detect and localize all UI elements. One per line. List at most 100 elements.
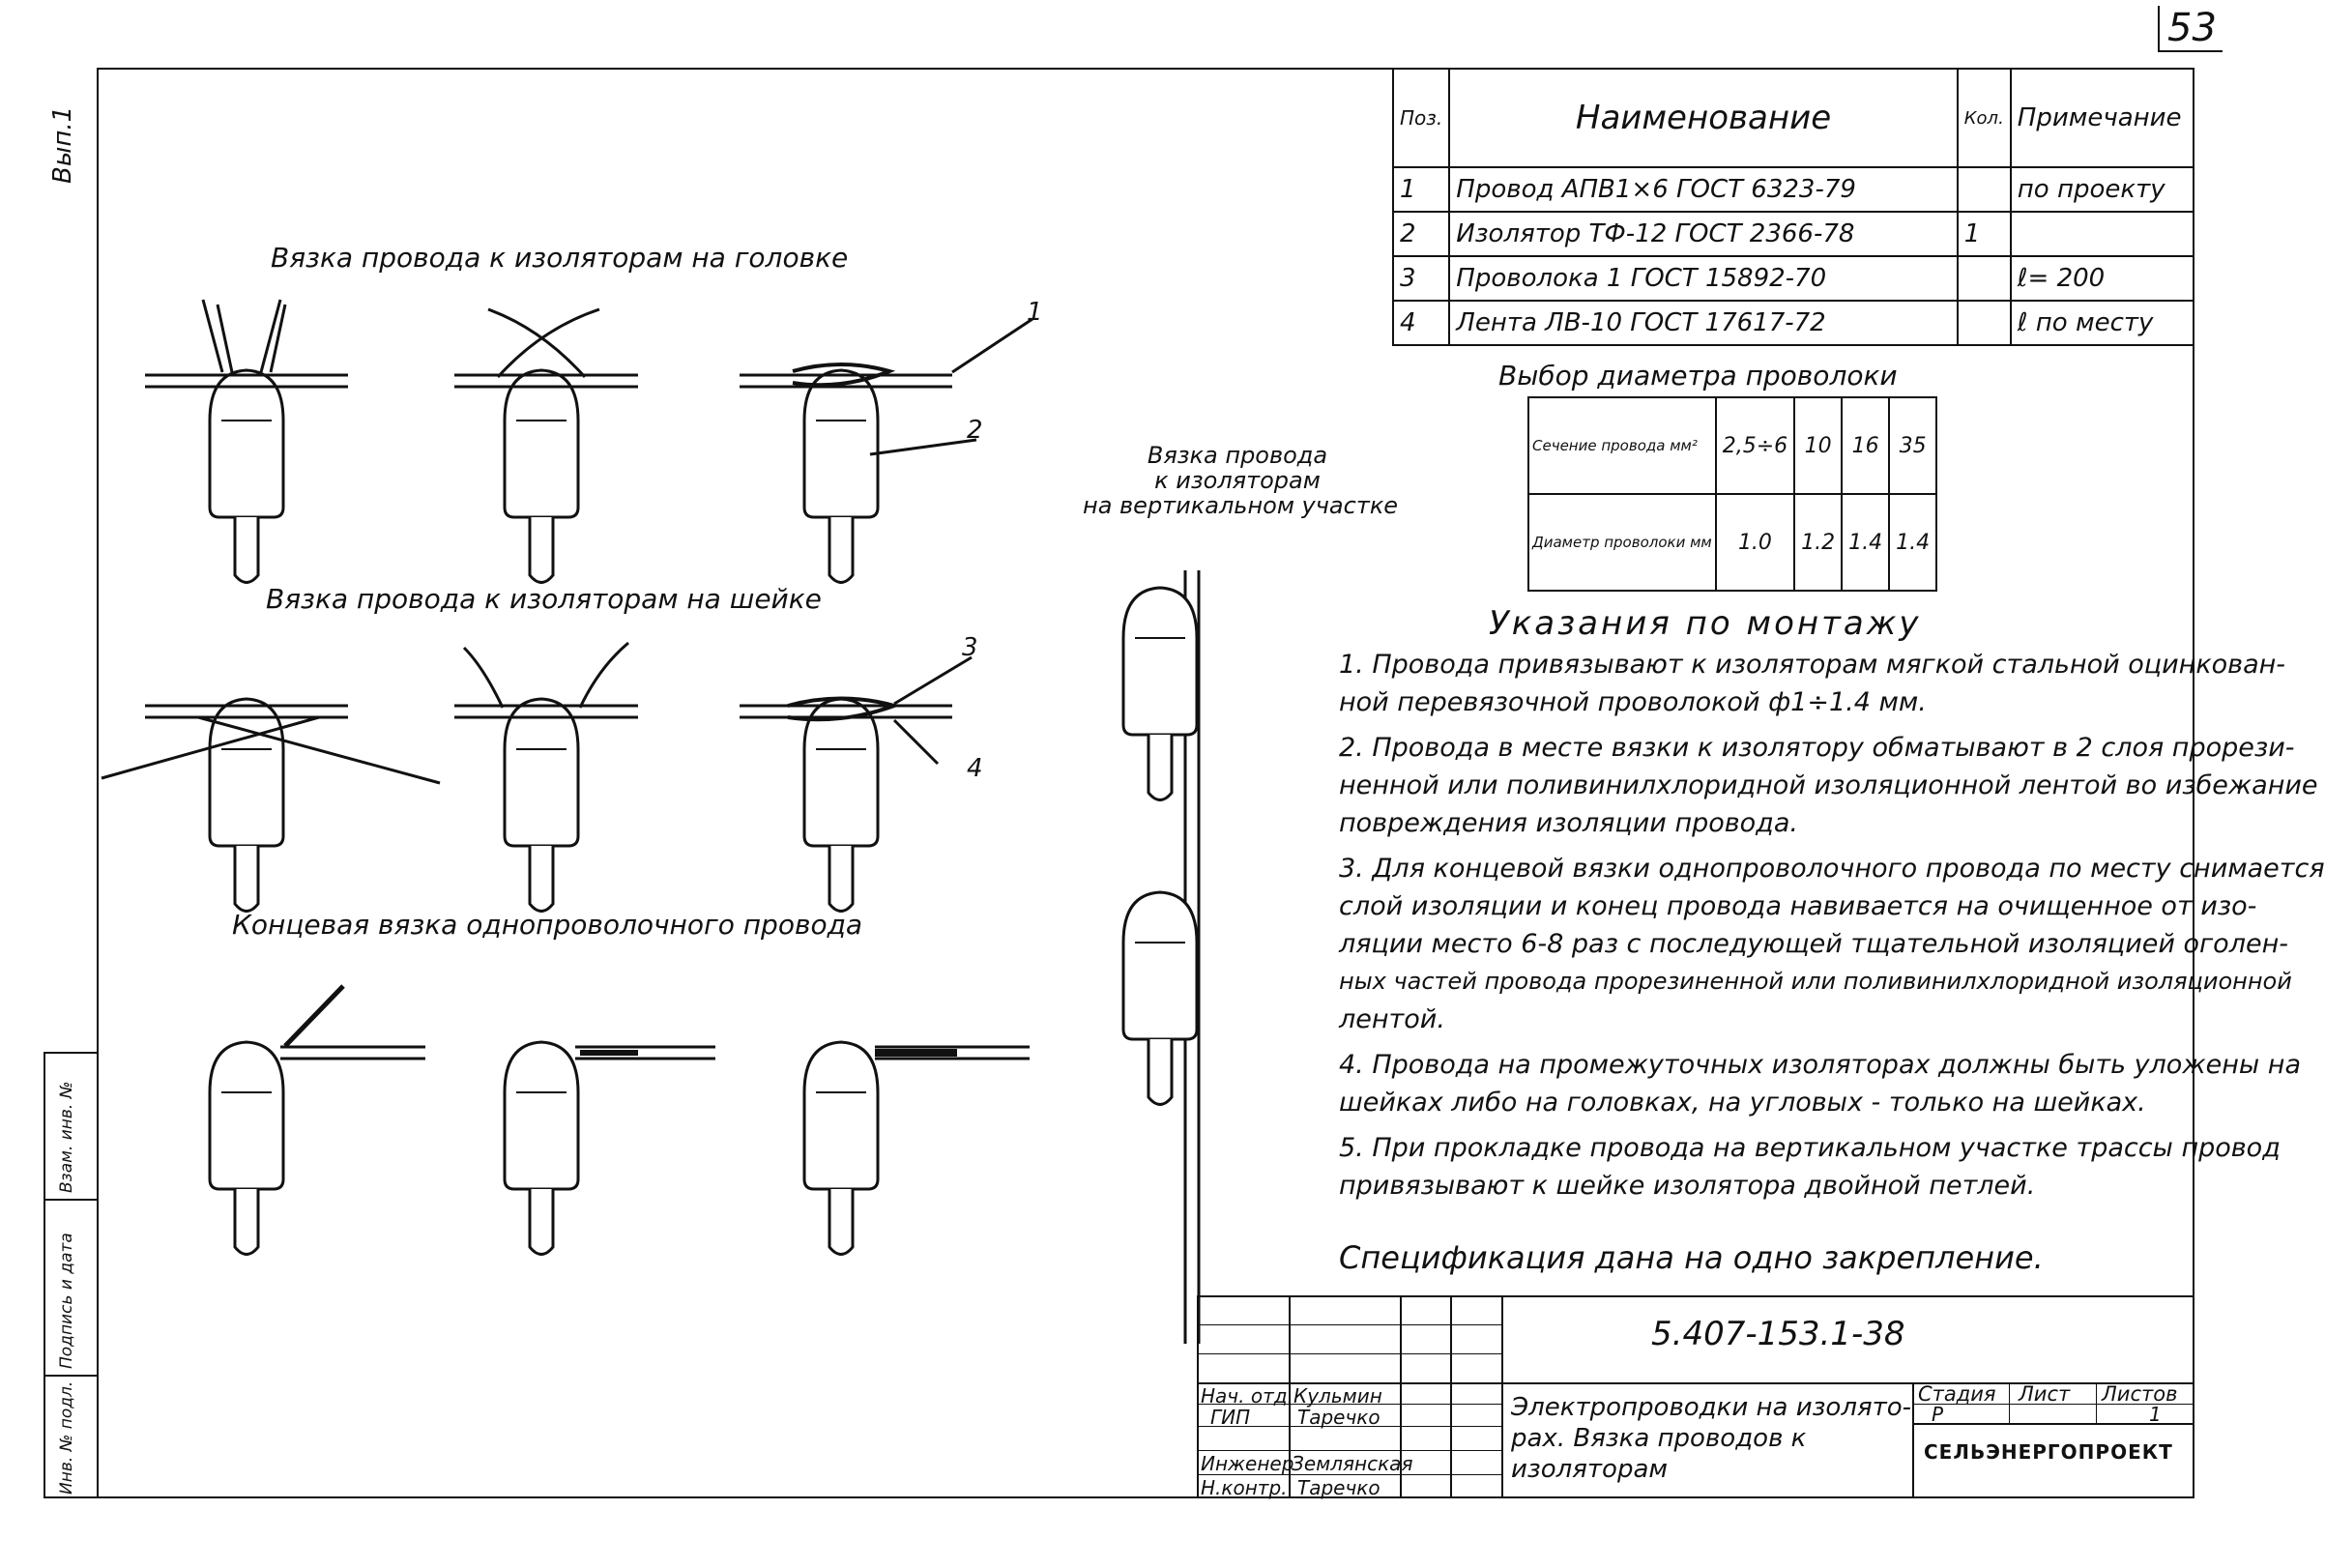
wire-row-section: Сечение провода мм² 2,5÷6 10 16 35 [1527,396,1938,495]
drawing-title-line: рах. Вязка проводов к [1511,1424,1807,1453]
spec-note [2009,211,2195,257]
caption-vertical-tie: Вязка провода к изоляторам на вертикальн… [1083,443,1399,519]
instructions-list: 1. Провода привязывают к изоляторам мягк… [1339,646,2325,1205]
side-stamp-cell: Взам. инв. № [45,1054,97,1201]
wire-row-diameter-label: Диаметр проволоки мм [1527,493,1717,592]
side-stamp-inventory-label: Инв. № подл. [57,1380,76,1495]
spec-pos: 4 [1391,300,1451,346]
instruction-line: 2. Провода в месте вязки к изолятору обм… [1339,733,2295,763]
spec-header-note: Примечание [2009,68,2195,168]
instruction-line: ляции место 6-8 раз с последующей тщател… [1339,929,2288,959]
caption-head-tie: Вязка провода к изоляторам на головке [271,242,849,274]
instruction-line: повреждения изоляции провода. [1339,808,1798,838]
callout-3: 3 [962,633,978,662]
spec-note: Спецификация дана на одно закрепление. [1339,1239,2044,1276]
instruction-line: шейках либо на головках, на угловых - то… [1339,1088,2146,1118]
spec-header-row: Поз. Наименование Кол. Примечание [1391,68,2195,168]
stage-header: Стадия [1918,1382,1996,1406]
instruction-line: ненной или поливинилхлоридной изоляционн… [1339,770,2318,800]
drawing-title: Электропроводки на изолято- рах. Вязка п… [1511,1392,1911,1485]
wire-cell: 16 [1841,396,1891,495]
spec-pos: 2 [1391,211,1451,257]
wire-cell: 1.4 [1841,493,1891,592]
sheet-header: Лист [2019,1382,2071,1406]
person-name: Таречко [1297,1476,1380,1499]
instruction-line: ных частей провода прорезиненной или пол… [1339,968,2292,995]
drawing-title-line: изоляторам [1511,1455,1668,1484]
sheets-value: 1 [2149,1403,2162,1426]
insulator-neck-2 [503,697,580,913]
side-stamp-sign-label: Подпись и дата [57,1233,76,1369]
caption-vertical-line-2: к изоляторам [1154,467,1321,494]
insulator-drawings [101,299,1201,1344]
instruction-line: ной перевязочной проволокой ф1÷1.4 мм. [1339,687,1927,717]
wire-cell: 1.2 [1793,493,1844,592]
caption-vertical-line-3: на вертикальном участке [1083,492,1399,519]
stage-value: Р [1932,1403,1944,1426]
instruction-line: лентой. [1339,1004,1445,1034]
side-stamp-cell: Подпись и дата [45,1201,97,1377]
role-label: ГИП [1210,1406,1251,1429]
spec-header-qty: Кол. [1956,68,2012,168]
insulator-head-3 [802,368,880,584]
caption-neck-tie: Вязка провода к изоляторам на шейке [266,583,822,615]
insulator-end-2 [503,1040,580,1256]
instruction-line: слой изоляции и конец провода навивается… [1339,891,2257,921]
person-name: Таречко [1297,1406,1380,1429]
spec-note: ℓ= 200 [2009,255,2195,302]
spec-header-pos: Поз. [1391,68,1451,168]
side-stamp-cell: Инв. № подл. [45,1377,97,1500]
spec-header-name: Наименование [1448,68,1959,168]
page-number: 53 [2158,6,2223,52]
spec-qty [1956,166,2012,213]
instructions-title: Указания по монтажу [1489,604,1922,643]
wire-table-title: Выбор диаметра проволоки [1498,360,1898,392]
role-label: Н.контр. [1201,1476,1288,1499]
instruction-line: 5. При прокладке провода на вертикальном… [1339,1133,2281,1163]
wire-cell: 2,5÷6 [1714,396,1796,495]
wire-cell: 1.4 [1888,493,1938,592]
side-stamp: Взам. инв. № Подпись и дата Инв. № подл. [44,1052,97,1498]
spec-qty [1956,255,2012,302]
insulator-head-1 [208,368,285,584]
insulator-head-2 [503,368,580,584]
organization-name: СЕЛЬЭНЕРГОПРОЕКТ [1924,1440,2173,1464]
wire-cell: 35 [1888,396,1938,495]
insulator-end-3 [802,1040,880,1256]
spec-pos: 3 [1391,255,1451,302]
spec-name: Лента ЛВ-10 ГОСТ 17617-72 [1448,300,1959,346]
callout-2: 2 [967,416,983,445]
wire-row-section-label: Сечение провода мм² [1527,396,1717,495]
instruction-line: 4. Провода на промежуточных изоляторах д… [1339,1050,2302,1080]
title-block: 5.407-153.1-38 Электропроводки на изолят… [1197,1295,2194,1499]
spec-note: по проекту [2009,166,2195,213]
person-name: Землянская [1292,1452,1413,1475]
spec-qty: 1 [1956,211,2012,257]
drawing-code: 5.407-153.1-38 [1651,1315,1905,1353]
role-label: Инженер [1201,1452,1294,1475]
wire-cell: 10 [1793,396,1844,495]
caption-end-tie: Концевая вязка однопроволочного провода [232,909,863,941]
drawing-frame [97,68,2194,1498]
callout-1: 1 [1027,298,1043,327]
spec-name: Изолятор ТФ-12 ГОСТ 2366-78 [1448,211,1959,257]
instruction-line: 3. Для концевой вязки однопроволочного п… [1339,854,2325,884]
instruction-line: привязывают к шейке изолятора двойной пе… [1339,1171,2036,1201]
spec-name: Провод АПВ1×6 ГОСТ 6323-79 [1448,166,1959,213]
person-name: Кульмин [1293,1384,1382,1408]
spec-note: ℓ по месту [2009,300,2195,346]
spec-pos: 1 [1391,166,1451,213]
spec-name: Проволока 1 ГОСТ 15892-70 [1448,255,1959,302]
side-stamp-replace-label: Взам. инв. № [57,1081,76,1193]
callout-4: 4 [967,754,983,783]
insulator-end-1 [208,1040,285,1256]
wire-row-diameter: Диаметр проволоки мм 1.0 1.2 1.4 1.4 [1527,493,1938,592]
spec-qty [1956,300,2012,346]
wire-diameter-table: Сечение провода мм² 2,5÷6 10 16 35 Диаме… [1527,396,1938,592]
sheets-header: Листов [2102,1382,2178,1406]
